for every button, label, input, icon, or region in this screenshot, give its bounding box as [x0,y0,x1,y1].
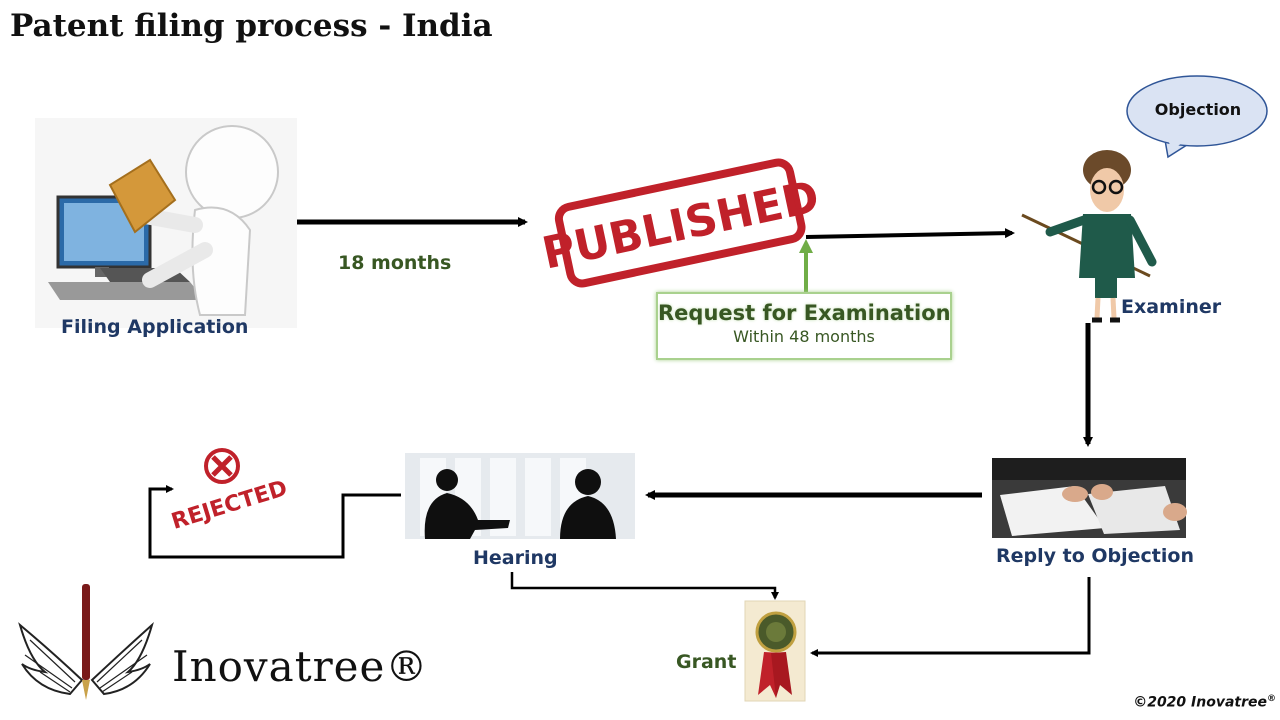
request-for-examination-subtitle: Within 48 months [733,327,875,346]
arrow-reply-to-grant [810,577,1091,657]
copyright-registered-mark: ® [1267,694,1276,704]
request-for-examination-title: Request for Examination [658,301,951,325]
arrow-hearing-to-rejected [148,485,401,559]
arrow-published-to-examiner [805,228,1015,239]
18-months-label: 18 months [338,252,452,274]
inovatree-brand-name: Inovatree® [172,642,429,691]
filing-application-label: Filing Application [61,316,249,338]
hearing-label: Hearing [473,547,558,569]
grant-label: Grant [676,651,737,673]
rejected-stamp: REJECTED [169,448,291,535]
examiner-label: Examiner [1121,296,1222,318]
rejected-stamp-text: REJECTED [169,476,291,535]
arrow-hearing-to-grant [510,572,779,600]
reply-to-objection-label: Reply to Objection [996,545,1194,567]
request-for-examination-box: Request for Examination Within 48 months [656,292,952,360]
objection-speech-bubble [1126,75,1268,159]
inovatree-logo-icon [18,584,154,700]
page-title: Patent filing process - India [10,8,493,44]
hearing-illustration [405,453,635,539]
filing-application-illustration [35,118,297,328]
reply-to-objection-illustration [992,458,1187,538]
grant-certificate-illustration [744,600,806,702]
objection-label: Objection [1154,100,1242,119]
copyright-text: ©2020 Inovatree [1133,694,1267,711]
published-stamp: PUBLISHED [538,158,823,288]
examiner-illustration [1021,150,1157,323]
copyright-notice: ©2020 Inovatree® [1133,694,1276,711]
